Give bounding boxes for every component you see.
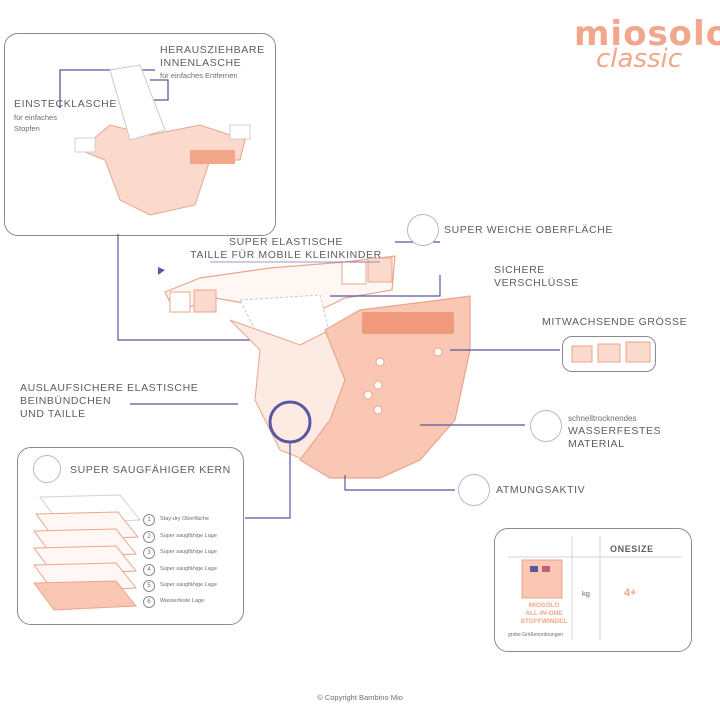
layer-label: Wasserfeste Lage [160, 598, 205, 604]
size-header: ONESIZE [610, 544, 654, 554]
closures-label: SICHERE VERSCHLÜSSE [494, 264, 579, 289]
layer-label: Super saugfähige Lage [160, 549, 217, 555]
soft-surface-label: SUPER WEICHE OBERFLÄCHE [444, 224, 613, 236]
leak-proof-label: AUSLAUFSICHERE ELASTISCHE BEINBÜNDCHEN U… [20, 382, 199, 420]
pull-tab-title: HERAUSZIEHBARE INNENLASCHE [160, 44, 265, 69]
brand-subname: classic [596, 44, 683, 74]
layer-number: 2 [143, 531, 155, 543]
layer-number: 3 [143, 547, 155, 559]
size-unit: kg [582, 589, 590, 598]
layer-label: Super saugfähige Lage [160, 533, 217, 539]
size-value: 4+ [624, 587, 637, 599]
size-product-name: MIOSOLO ALL-IN-ONE STOFFWINDEL [520, 602, 568, 625]
layer-number: 5 [143, 580, 155, 592]
breathable-label: ATMUNGSAKTIV [496, 484, 586, 496]
pocket-subtitle: für einfaches Stopfen [14, 113, 57, 133]
layer-number: 6 [143, 596, 155, 608]
core-title: SUPER SAUGFÄHIGER KERN [70, 464, 231, 476]
waterproof-label: WASSERFESTES MATERIAL [568, 425, 662, 450]
breathable-icon [458, 474, 490, 506]
pull-tab-subtitle: für einfaches Entfernen [160, 71, 238, 80]
layer-label: Super saugfähige Lage [160, 566, 217, 572]
growing-size-label: MITWACHSENDE GRÖSSE [542, 316, 688, 328]
size-steps-icons [571, 341, 651, 363]
size-note: grobe Größenordnungen [508, 632, 564, 638]
layer-label: Super saugfähige Lage [160, 582, 217, 588]
core-absorb-icon [33, 455, 61, 483]
water-drop-icon [530, 410, 562, 442]
pocket-title: EINSTECKLASCHE [14, 98, 117, 110]
quick-dry-label: schnelltrocknendes [568, 414, 637, 423]
layer-number: 1 [143, 514, 155, 526]
copyright-text: © Copyright Bambino Mio [317, 693, 403, 702]
layer-label: Stay-dry Oberfläche [160, 516, 209, 522]
layer-number: 4 [143, 564, 155, 576]
waist-label: SUPER ELASTISCHE TAILLE FÜR MOBILE KLEIN… [190, 236, 382, 261]
soft-surface-icon [407, 214, 439, 246]
